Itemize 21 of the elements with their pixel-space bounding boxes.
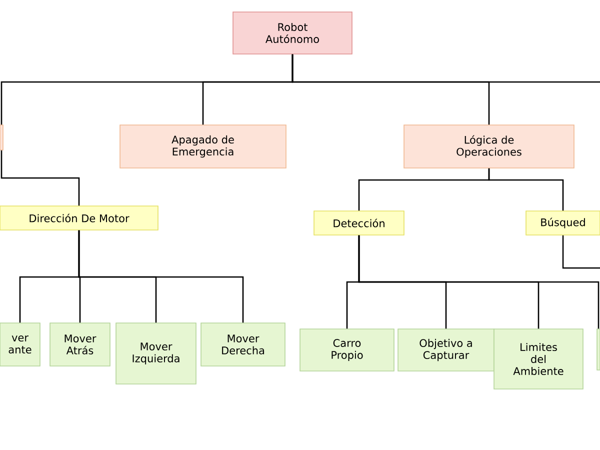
topic-box: Mover Izquierda — [116, 322, 196, 384]
connector-line — [488, 168, 564, 211]
topic-box: Apagado de Emergencia — [120, 124, 286, 168]
connector-line — [292, 54, 600, 83]
topic-box: Mover Derecha — [200, 322, 286, 366]
connector-line — [358, 235, 600, 329]
topic-box: Detección — [314, 210, 404, 236]
connector-line — [78, 230, 244, 323]
topic-box: ver ante — [0, 322, 40, 366]
topic-box: Lógica de Operaciones — [404, 124, 574, 168]
topic-box: Búsqued — [526, 210, 600, 236]
connector-line — [0, 150, 80, 206]
topic-box: Dirección De Motor — [0, 206, 158, 230]
topic-box: Robot Autónomo — [232, 12, 352, 54]
topic-box: Mover Atrás — [50, 322, 110, 366]
topic-box: Objetivo a Capturar — [398, 328, 494, 372]
topic-box: Carro Propio — [300, 328, 394, 372]
topic-box: Limites del Ambiente — [494, 328, 584, 390]
partial-box — [0, 124, 4, 150]
connector-line — [562, 235, 600, 269]
partial-box — [596, 328, 600, 370]
